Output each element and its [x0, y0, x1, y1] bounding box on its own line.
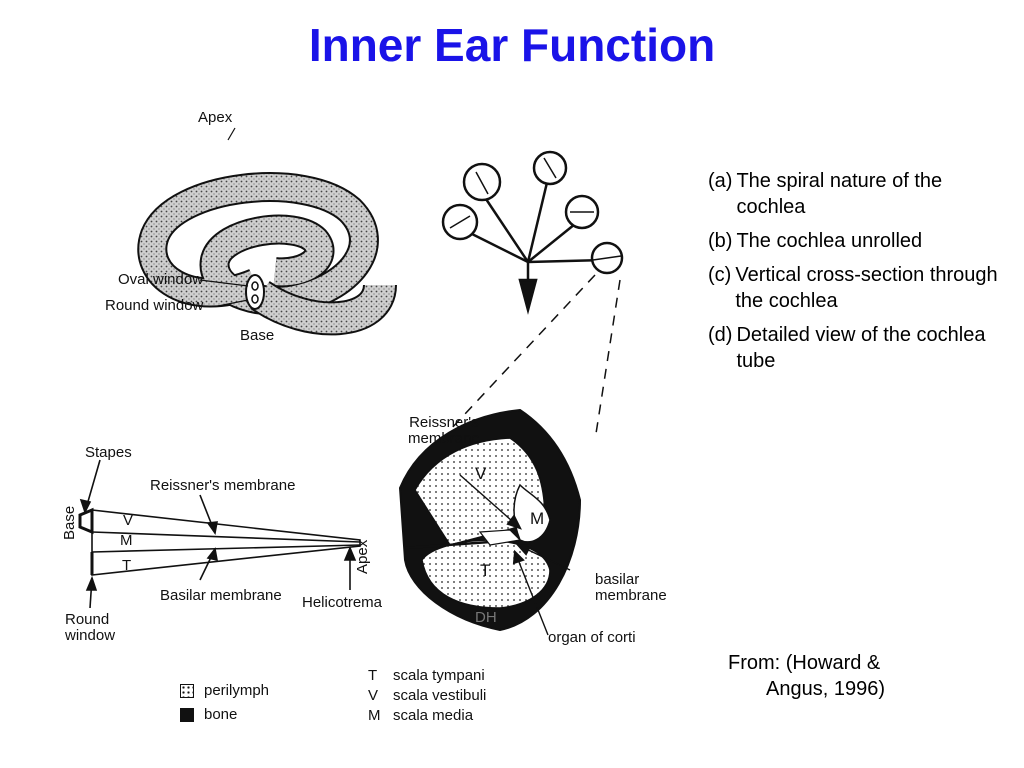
caption-d-text: Detailed view of the cochlea tube: [736, 324, 986, 372]
caption-b: (b) The cochlea unrolled: [708, 228, 1008, 254]
caption-c-text: Vertical cross-section through the cochl…: [735, 264, 998, 312]
legend-v-code: V: [368, 687, 379, 704]
label-round-window-spiral: Round window: [105, 297, 204, 314]
label-t-unrolled: T: [122, 557, 132, 574]
caption-c: (c) Vertical cross-section through the c…: [708, 262, 1008, 314]
spiral-cochlea: [137, 127, 397, 336]
caption-b-text: The cochlea unrolled: [736, 230, 923, 252]
caption-a-letter: (a): [708, 170, 733, 192]
legend-t-code: T: [368, 667, 378, 684]
cochlea-figure: Apex Oval window Round window Base Stape…: [50, 100, 690, 740]
legend-t-desc: scala tympani: [393, 667, 485, 684]
label-basilar-tube: basilar membrane: [595, 571, 667, 604]
label-apex-spiral: Apex: [198, 109, 233, 126]
legend-perilymph-label: perilymph: [204, 682, 270, 699]
label-base-unrolled: Base: [61, 505, 78, 540]
caption-a-text: The spiral nature of the cochlea: [736, 170, 943, 218]
cochlea-diagram: [78, 127, 624, 636]
label-helicotrema: Helicotrema: [302, 594, 383, 611]
label-reissners-tube: Reissner's membrane: [408, 414, 480, 447]
label-oval-window: Oval window: [118, 271, 204, 288]
slide-title: Inner Ear Function: [308, 19, 716, 71]
caption-b-letter: (b): [708, 230, 733, 252]
caption-a: (a) The spiral nature of the cochlea: [708, 168, 1008, 220]
legend-m-desc: scala media: [393, 707, 474, 724]
legend-bone-label: bone: [204, 706, 238, 723]
unrolled-cochlea: [78, 459, 361, 609]
legend-bone: bone: [180, 707, 237, 723]
label-m-tube: M: [530, 509, 545, 528]
cross-section-fan: [441, 150, 624, 441]
label-m-unrolled: M: [120, 532, 133, 549]
bone-swatch: [180, 707, 194, 722]
label-stapes: Stapes: [85, 444, 132, 461]
label-reissners-unrolled: Reissner's membrane: [150, 477, 296, 494]
source-citation: From: (Howard & Angus, 1996): [728, 650, 988, 702]
label-v-unrolled: V: [123, 512, 134, 529]
label-dh: DH: [475, 609, 497, 626]
label-organ-of-corti: organ of corti: [548, 629, 636, 646]
caption-d-letter: (d): [708, 324, 733, 346]
caption-d: (d) Detailed view of the cochlea tube: [708, 322, 1008, 374]
perilymph-swatch: [180, 683, 194, 698]
label-t-tube: T: [480, 561, 491, 580]
label-apex-unrolled: Apex: [354, 539, 371, 574]
caption-c-letter: (c): [708, 264, 732, 286]
label-v-tube: V: [475, 464, 487, 483]
source-line-1: From: (Howard &: [728, 652, 881, 674]
label-basilar-unrolled: Basilar membrane: [160, 587, 282, 604]
figure-captions: (a) The spiral nature of the cochlea (b)…: [708, 168, 1008, 382]
legend-m-code: M: [368, 707, 381, 724]
label-round-window-unrolled: Round window: [65, 611, 116, 644]
label-base-spiral: Base: [240, 327, 275, 344]
source-line-2: Angus, 1996): [766, 678, 885, 700]
cochlea-tube-detail: [398, 408, 582, 636]
legend-v-desc: scala vestibuli: [393, 687, 487, 704]
legend-perilymph: perilymph: [180, 683, 269, 699]
